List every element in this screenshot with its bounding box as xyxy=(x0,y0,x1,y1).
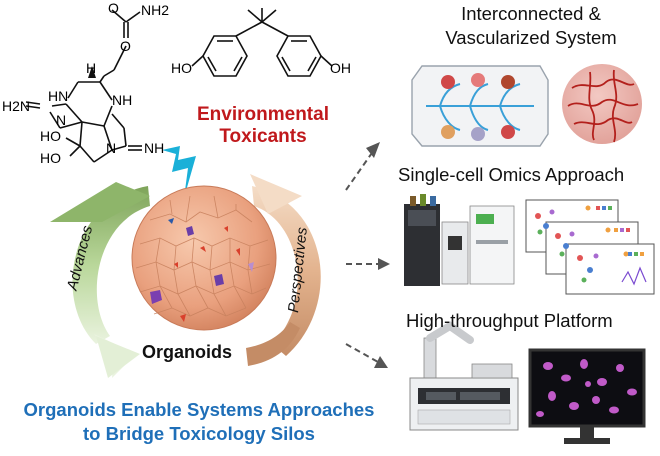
atom-label-n-bottom: N xyxy=(106,140,117,156)
lightning-icon xyxy=(162,146,196,198)
monitor-illustration xyxy=(528,348,646,444)
stereo-wedge xyxy=(88,66,96,78)
atom-label-o-ester: O xyxy=(120,38,131,54)
interconnected-line-1: Interconnected & xyxy=(461,3,601,24)
advances-arc xyxy=(50,182,150,378)
section-title-interconnected: Interconnected & Vascularized System xyxy=(426,2,636,50)
atom-label-bpa-ho: HO xyxy=(171,60,192,76)
atom-label-o-top: O xyxy=(108,0,119,16)
organ-on-chip-illustration xyxy=(411,65,549,147)
perspectives-arc xyxy=(246,174,321,366)
tsne-plot-cards xyxy=(525,199,655,295)
env-line-2: Toxicants xyxy=(219,126,307,147)
arrowhead-middle xyxy=(378,258,390,270)
section-title-high-throughput: High-throughput Platform xyxy=(406,310,613,331)
atom-label-hn-left: HN xyxy=(48,88,69,104)
dashed-arrow-bottom xyxy=(345,343,379,363)
organoid-sphere xyxy=(131,185,277,331)
omics-instruments-illustration xyxy=(404,194,515,286)
atom-label-nh-imine: NH xyxy=(144,140,165,156)
environmental-toxicants-label: Environmental Toxicants xyxy=(188,104,338,148)
organoids-label: Organoids xyxy=(142,342,233,362)
atom-label-h2n: H2N xyxy=(2,98,31,114)
section-title-omics: Single-cell Omics Approach xyxy=(398,164,625,185)
atom-label-ho-1: HO xyxy=(40,128,61,144)
arrowhead-top xyxy=(366,142,380,158)
bottom-title-line-1: Organoids Enable Systems Approaches xyxy=(23,399,375,420)
vascularized-brain-illustration xyxy=(562,64,642,144)
atom-label-bpa-oh: OH xyxy=(330,60,351,76)
env-line-1: Environmental xyxy=(197,104,329,125)
robotic-platform-illustration xyxy=(409,321,519,431)
atom-label-ho-2: HO xyxy=(40,150,61,166)
atom-label-nh2: NH2 xyxy=(141,2,170,18)
arrowhead-bottom xyxy=(374,356,388,368)
atom-label-h: H xyxy=(86,60,97,76)
interconnected-line-2: Vascularized System xyxy=(445,27,617,48)
bottom-title-line-2: to Bridge Toxicology Silos xyxy=(83,423,315,444)
dashed-arrow-top xyxy=(345,149,375,191)
bottom-title: Organoids Enable Systems Approaches to B… xyxy=(0,398,398,446)
atom-label-nh-right: NH xyxy=(112,92,133,108)
saxitoxin-structure xyxy=(25,9,142,163)
atom-label-n-left: N xyxy=(56,112,67,128)
bisphenol-structure xyxy=(191,8,333,77)
